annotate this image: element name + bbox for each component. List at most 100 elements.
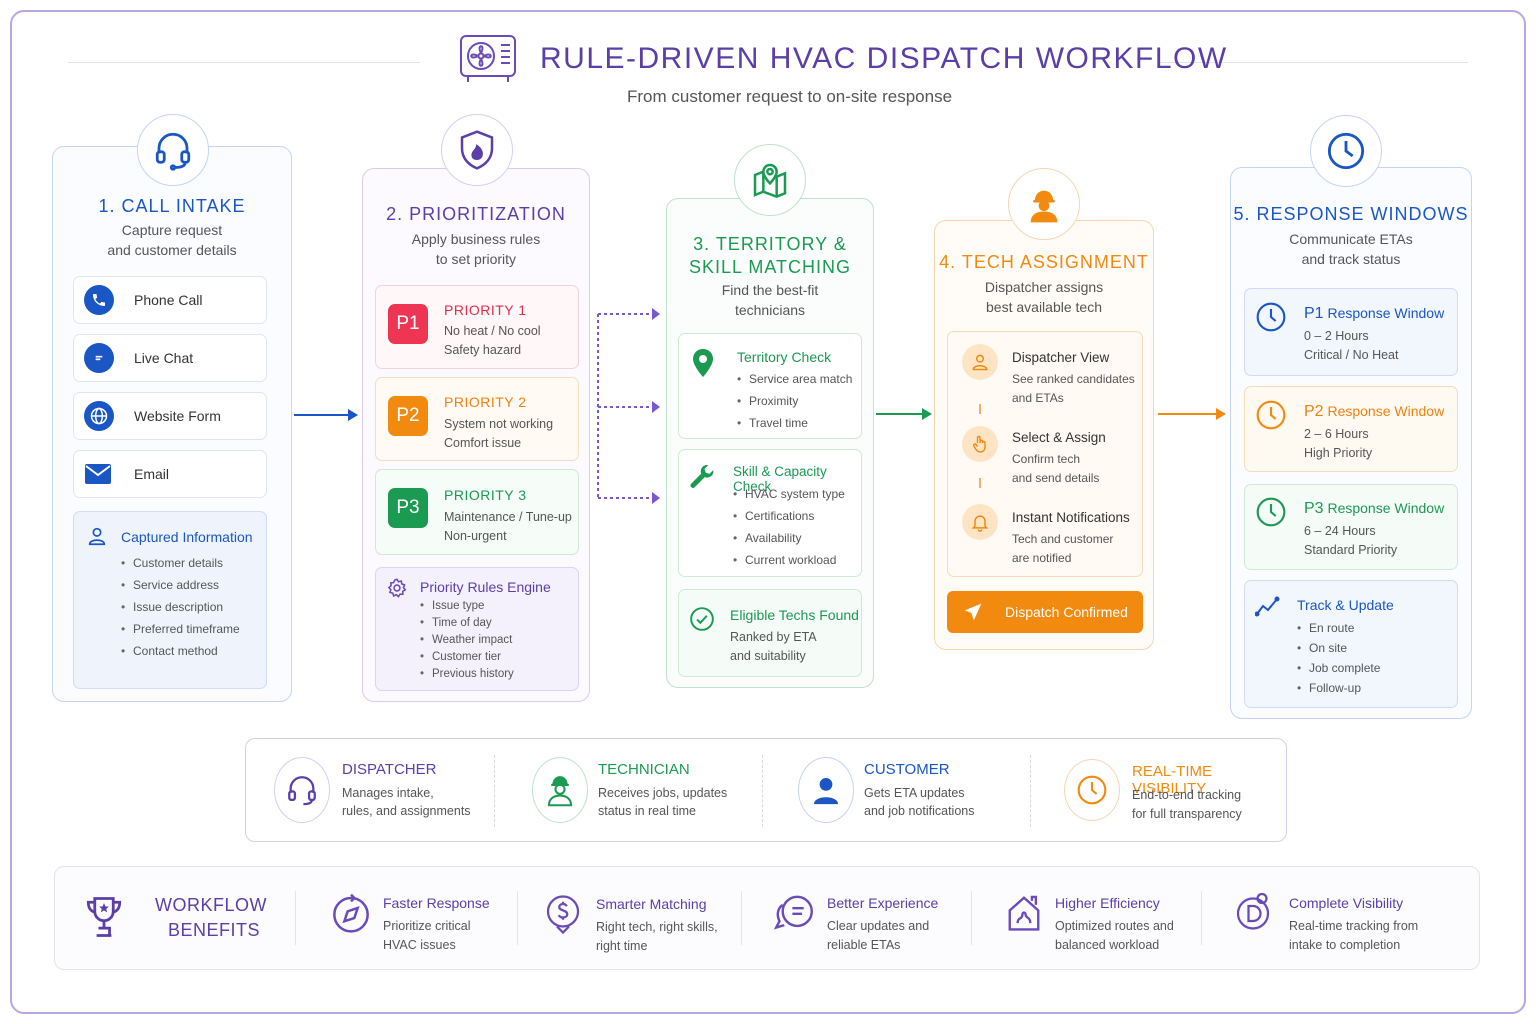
benefit-line: intake to completion — [1289, 938, 1401, 952]
benefit-line: Optimized routes and — [1055, 919, 1174, 933]
captured-item: Preferred timeframe — [121, 618, 240, 640]
check-circle-icon — [689, 606, 715, 637]
window-title: Response Window — [1323, 500, 1445, 516]
role-divider — [494, 755, 495, 827]
step-line: are notified — [1012, 551, 1072, 565]
stage1-desc-1: Capture request — [121, 222, 223, 238]
window-priority: P1 — [1304, 305, 1324, 322]
territory-item: Service area match — [737, 368, 852, 390]
window-priority: P3 — [1304, 500, 1324, 517]
captured-item: Issue description — [121, 596, 240, 618]
role-title: CUSTOMER — [864, 761, 950, 778]
benefit-title: Faster Response — [383, 895, 490, 911]
role-title: DISPATCHER — [342, 761, 437, 778]
priority-line: Safety hazard — [444, 343, 522, 357]
p2-response-window-card[interactable]: P2 Response Window 2 – 6 Hours High Prio… — [1244, 386, 1458, 472]
priority-3-card[interactable]: P3 PRIORITY 3 Maintenance / Tune-up Non-… — [375, 469, 579, 555]
hvac-unit-icon — [458, 34, 518, 84]
window-hours: 0 – 2 Hours — [1304, 329, 1369, 343]
benefit-line: reliable ETAs — [827, 938, 901, 952]
channel-label: Website Form — [134, 408, 221, 424]
captured-item: Contact method — [121, 640, 240, 662]
channel-phone-call[interactable]: Phone Call — [73, 276, 267, 324]
benefits-title-1: WORKFLOW — [155, 895, 267, 915]
role-line: Gets ETA updates — [864, 786, 965, 800]
p1-badge: P1 — [388, 304, 428, 344]
stage1-desc-2: and customer details — [107, 242, 237, 258]
priority-1-card[interactable]: P1 PRIORITY 1 No heat / No cool Safety h… — [375, 285, 579, 369]
role-line: End-to-end tracking — [1132, 788, 1242, 802]
territory-item: Proximity — [737, 390, 852, 412]
clock-icon — [1255, 301, 1287, 338]
clock-icon — [1255, 399, 1287, 436]
stage-call-intake: 1. CALL INTAKE Capture request and custo… — [52, 146, 292, 702]
visibility-clock-icon — [1064, 759, 1120, 821]
rules-engine-item: Previous history — [420, 666, 514, 683]
channel-website-form[interactable]: Website Form — [73, 392, 267, 440]
arrow-matching-to-assignment — [876, 404, 934, 429]
dispatcher-person-icon — [962, 344, 998, 380]
skill-item: Certifications — [733, 505, 845, 527]
step-title: Instant Notifications — [1012, 510, 1130, 525]
step-line: Confirm tech — [1012, 452, 1081, 466]
p3-response-window-card[interactable]: P3 Response Window 6 – 24 Hours Standard… — [1244, 484, 1458, 570]
stage-prioritization: 2. PRIORITIZATION Apply business rules t… — [362, 168, 590, 702]
stage3-desc-2: technicians — [734, 302, 806, 318]
technician-avatar-icon — [1008, 168, 1080, 240]
stage4-title: 4. TECH ASSIGNMENT — [939, 252, 1149, 272]
roles-band: DISPATCHER Manages intake, rules, and as… — [245, 738, 1287, 842]
benefit-title: Complete Visibility — [1289, 895, 1404, 911]
step-line: Tech and customer — [1012, 532, 1114, 546]
headset-icon — [137, 114, 209, 186]
visibility-chart-icon — [1235, 891, 1271, 938]
eligible-techs-card: Eligible Techs Found Ranked by ETA and s… — [678, 589, 862, 677]
window-level: Standard Priority — [1304, 543, 1398, 557]
rules-engine-item: Customer tier — [420, 649, 514, 666]
dotted-connector-priorities — [596, 304, 666, 513]
channel-live-chat[interactable]: Live Chat — [73, 334, 267, 382]
dispatch-confirmed-button[interactable]: Dispatch Confirmed — [947, 591, 1143, 633]
benefit-title: Higher Efficiency — [1055, 895, 1160, 911]
role-line: rules, and assignments — [342, 804, 471, 818]
speech-bubble-icon — [773, 893, 815, 938]
skill-capacity-check-card: Skill & Capacity Check HVAC system type … — [678, 449, 862, 577]
benefit-divider — [517, 891, 518, 945]
stage4-desc-1: Dispatcher assigns — [984, 279, 1104, 295]
bell-icon — [962, 504, 998, 540]
role-line: status in real time — [598, 804, 696, 818]
track-update-title: Track & Update — [1297, 597, 1394, 613]
territory-item: Travel time — [737, 412, 852, 434]
step-title: Select & Assign — [1012, 430, 1106, 445]
user-icon — [86, 525, 108, 552]
technician-hardhat-icon — [532, 757, 588, 823]
window-title: Response Window — [1323, 403, 1445, 419]
header-rule-right — [1160, 62, 1468, 63]
stage-response-windows: 5. RESPONSE WINDOWS Communicate ETAs and… — [1230, 167, 1472, 719]
priority-line: Comfort issue — [444, 436, 522, 450]
p3-badge: P3 — [388, 488, 428, 528]
track-item: Job complete — [1297, 658, 1380, 678]
captured-item: Customer details — [121, 552, 240, 574]
window-level: High Priority — [1304, 446, 1373, 460]
rules-engine-title: Priority Rules Engine — [420, 579, 551, 595]
trophy-icon — [81, 893, 127, 946]
territory-check-card: Territory Check Service area match Proxi… — [678, 333, 862, 439]
trend-line-icon — [1254, 595, 1281, 622]
p1-response-window-card[interactable]: P1 Response Window 0 – 2 Hours Critical … — [1244, 288, 1458, 376]
stage5-desc-1: Communicate ETAs — [1289, 231, 1413, 247]
priority-line: No heat / No cool — [444, 324, 541, 338]
rules-engine-item: Weather impact — [420, 632, 514, 649]
stage2-title: 2. PRIORITIZATION — [386, 204, 566, 224]
eligible-techs-title: Eligible Techs Found — [730, 607, 859, 623]
skill-item: HVAC system type — [733, 483, 845, 505]
territory-check-title: Territory Check — [737, 349, 832, 365]
step-title: Dispatcher View — [1012, 350, 1110, 365]
priority-2-card[interactable]: P2 PRIORITY 2 System not working Comfort… — [375, 377, 579, 461]
rules-engine-item: Issue type — [420, 598, 514, 615]
step-line: and send details — [1012, 471, 1100, 485]
track-update-card: Track & Update En route On site Job comp… — [1244, 580, 1458, 708]
benefit-divider — [741, 891, 742, 945]
stage-tech-assignment: 4. TECH ASSIGNMENT Dispatcher assigns be… — [934, 220, 1154, 650]
channel-email[interactable]: Email — [73, 450, 267, 498]
benefit-line: balanced workload — [1055, 938, 1160, 952]
